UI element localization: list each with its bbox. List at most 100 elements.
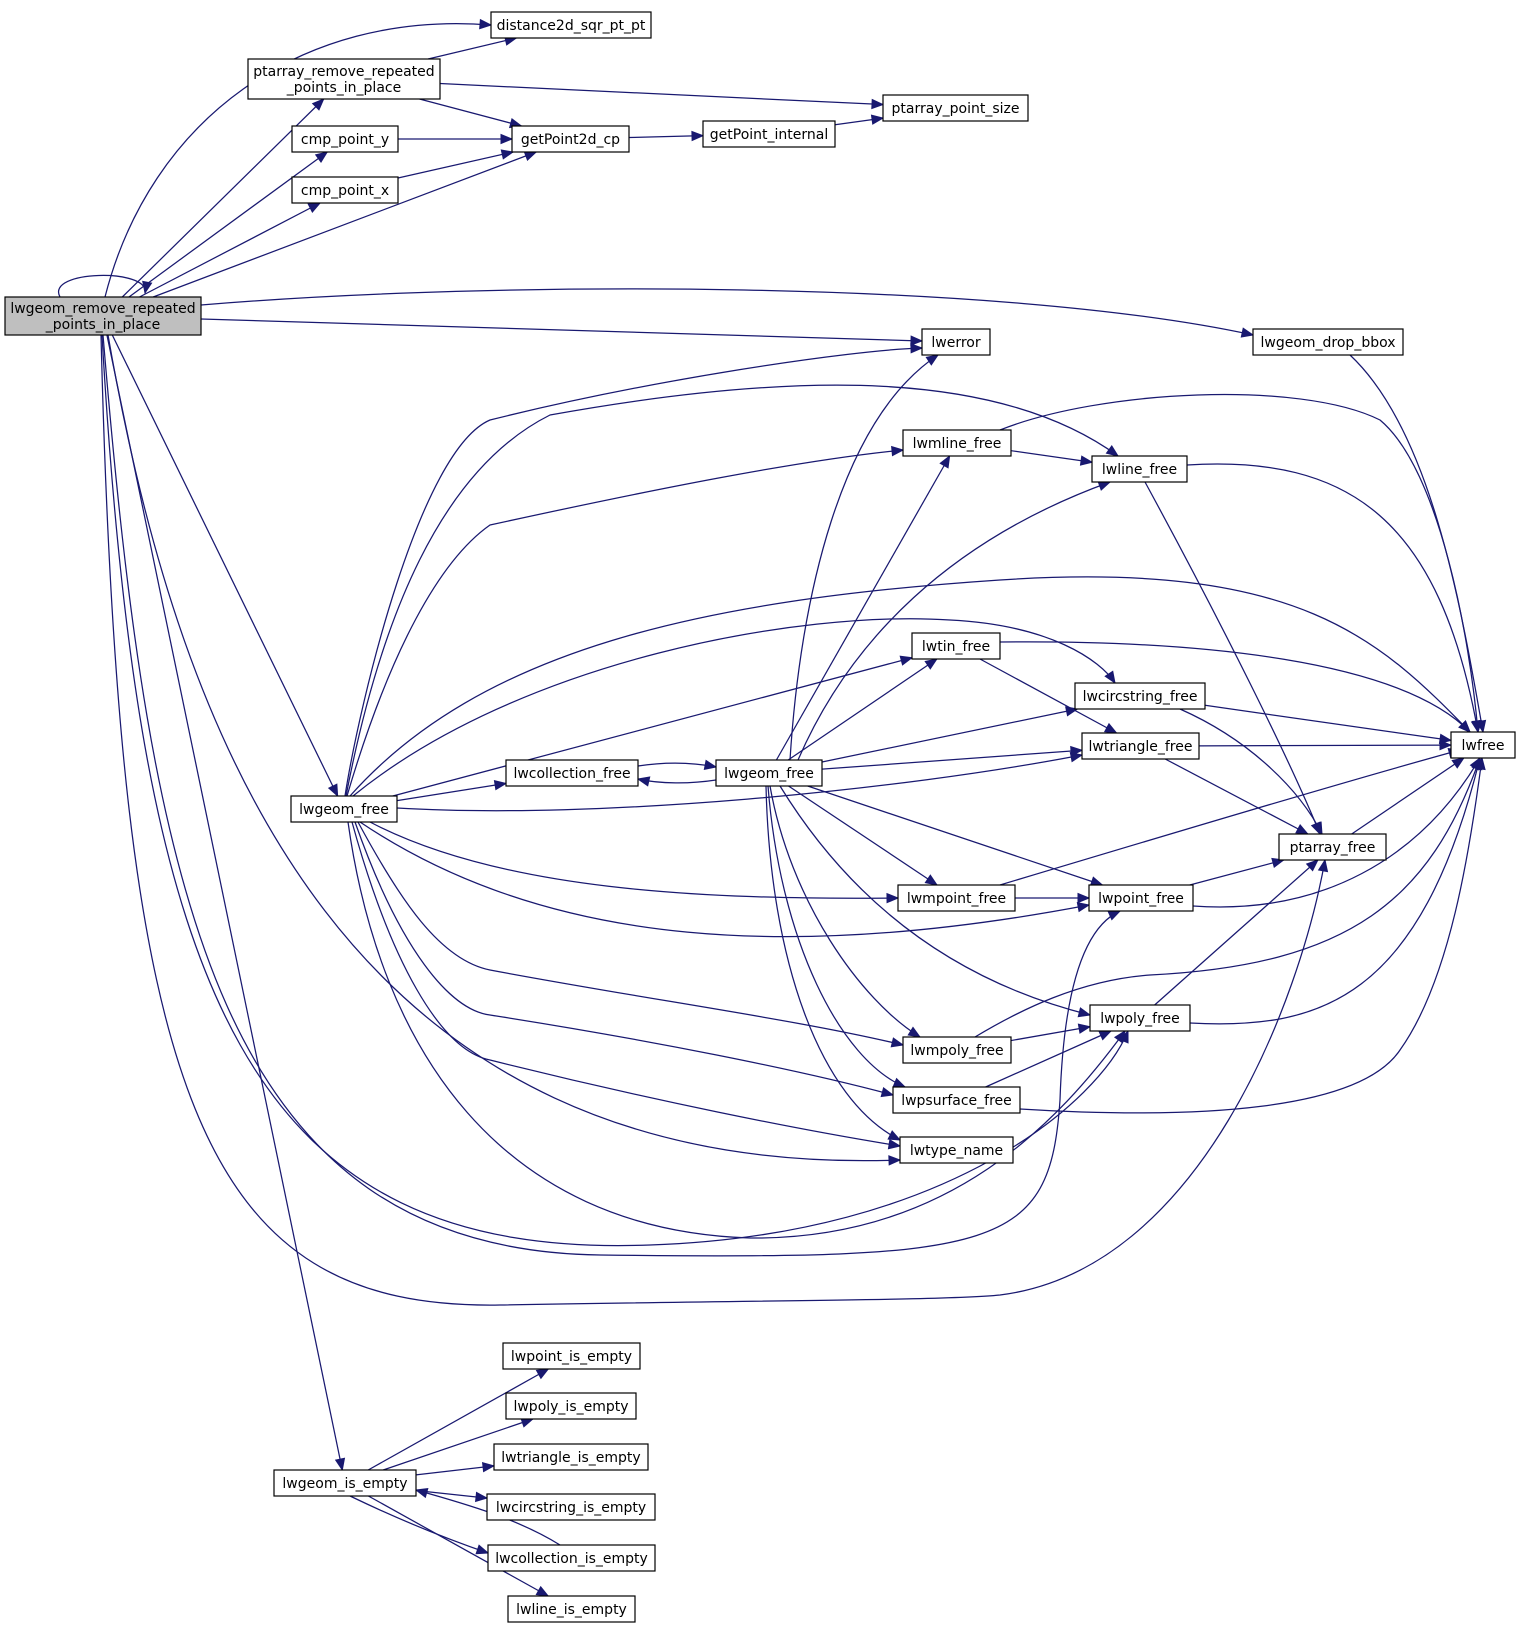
node-cmp-point-y[interactable]: cmp_point_y [291, 125, 399, 153]
node-lwline-is-empty[interactable]: lwline_is_empty [507, 1595, 636, 1623]
edge-line [347, 821, 1126, 1239]
edge-arrowhead [1103, 722, 1118, 734]
edge-line [1019, 757, 1483, 1114]
node-box [4, 296, 202, 336]
node-lwpsurface-free[interactable]: lwpsurface_free [892, 1086, 1021, 1114]
node-box [1081, 732, 1200, 760]
node-box [897, 884, 1016, 912]
edge-arrowhead [691, 130, 705, 142]
edge-line [200, 288, 1254, 336]
edge-arrowhead [1458, 720, 1471, 733]
edge-lwtriangle_free-to-ptarray_free [1164, 758, 1309, 835]
edge-arrowhead [142, 280, 153, 295]
edge-line [415, 1489, 488, 1499]
edge-line [367, 1368, 549, 1471]
edge-line [779, 785, 1091, 1016]
edge-arrowhead [891, 445, 905, 457]
node-getPoint-internal[interactable]: getPoint_internal [702, 120, 836, 148]
edge-arrowhead [1113, 1029, 1126, 1044]
node-ptarray-free[interactable]: ptarray_free [1278, 833, 1387, 861]
edge-arrowhead [1070, 745, 1084, 757]
node-label: _points_in_place [286, 80, 401, 96]
node-lwcollection-is-empty[interactable]: lwcollection_is_empty [487, 1544, 656, 1572]
node-lwtriangle-is-empty[interactable]: lwtriangle_is_empty [493, 1443, 649, 1471]
node-lwgeom-remove-repeated-points-in-place[interactable]: lwgeom_remove_repeated_points_in_place [4, 296, 202, 336]
node-lwpoint-free[interactable]: lwpoint_free [1088, 884, 1194, 912]
edge-line [1204, 704, 1452, 742]
edge-cmp_point_y-to-getPoint2d_cp [398, 133, 514, 145]
node-lwline-free[interactable]: lwline_free [1091, 455, 1188, 483]
edge-arrowhead [1312, 821, 1323, 836]
edge-line [111, 334, 339, 797]
node-label: distance2d_sqr_pt_pt [497, 18, 646, 34]
node-box [1089, 1004, 1191, 1032]
node-ptarray-remove-repeated-points-in-place[interactable]: ptarray_remove_repeated_points_in_place [247, 58, 441, 100]
node-lwmpoly-free[interactable]: lwmpoly_free [902, 1036, 1012, 1064]
node-distance2d-sqr-pt-pt[interactable]: distance2d_sqr_pt_pt [490, 11, 652, 39]
node-box [502, 1342, 641, 1370]
node-lwcircstring-free[interactable]: lwcircstring_free [1074, 682, 1206, 710]
edge-lwmpoint_free-to-lwpoint_free [1015, 892, 1091, 904]
node-lwerror[interactable]: lwerror [921, 328, 991, 356]
node-label: lwtriangle_is_empty [501, 1450, 640, 1466]
node-lwtin-free[interactable]: lwtin_free [911, 632, 1001, 660]
edge-line [415, 1465, 495, 1476]
edge-lwgeom_free_b-to-lwtype_name [765, 785, 902, 1141]
edge-arrowhead [924, 658, 938, 670]
edge-lwgeom_free-to-lwtin_free [392, 655, 914, 797]
node-lwcollection-free[interactable]: lwcollection_free [505, 759, 639, 787]
edge-line [57, 274, 146, 298]
edge-arrowhead [1097, 480, 1112, 491]
edge-arrowhead [1271, 857, 1285, 869]
edge-arrowhead [871, 98, 885, 110]
edge-line [1192, 757, 1481, 908]
node-label: _points_in_place [45, 317, 160, 333]
node-lwfree[interactable]: lwfree [1450, 731, 1516, 759]
node-cmp-point-x[interactable]: cmp_point_x [291, 176, 399, 204]
edge-arrowhead [910, 335, 924, 346]
edge-lwgeom_is_empty-to-lwtriangle_is_empty [415, 1461, 496, 1476]
edge-getPoint_internal-to-ptarray_point_size [834, 114, 885, 126]
node-lwmpoint-free[interactable]: lwmpoint_free [897, 884, 1016, 912]
edge-lwtin_free-to-lwtriangle_free [979, 658, 1118, 734]
edge-lwgeom_free-to-lwerror [344, 343, 924, 797]
edge-lwgeom_free-to-lwpsurface_free [354, 821, 895, 1098]
node-lwpoint-is-empty[interactable]: lwpoint_is_empty [502, 1342, 641, 1370]
node-label: lwfree [1462, 738, 1505, 754]
node-lwgeom-drop-bbox[interactable]: lwgeom_drop_bbox [1252, 328, 1404, 356]
node-lwpoly-free[interactable]: lwpoly_free [1089, 1004, 1191, 1032]
node-label: lwpoint_is_empty [511, 1349, 632, 1365]
node-box [1252, 328, 1404, 356]
node-lwtriangle-free[interactable]: lwtriangle_free [1081, 732, 1200, 760]
node-lwcircstring-is-empty[interactable]: lwcircstring_is_empty [486, 1493, 656, 1521]
node-lwpoly-is-empty[interactable]: lwpoly_is_empty [505, 1392, 637, 1420]
node-lwmline-free[interactable]: lwmline_free [902, 429, 1012, 457]
node-lwtype-name[interactable]: lwtype_name [899, 1136, 1014, 1164]
edge-line [1189, 859, 1284, 886]
edge-arrowhead [500, 133, 514, 145]
node-ptarray-point-size[interactable]: ptarray_point_size [882, 94, 1029, 122]
node-lwgeom-free[interactable]: lwgeom_free [290, 795, 398, 823]
node-box [902, 1036, 1012, 1064]
edge-line [797, 481, 1111, 761]
edge-arrowhead [327, 783, 339, 798]
node-lwgeom-free-b[interactable]: lwgeom_free [715, 759, 823, 787]
edge-line [765, 785, 901, 1141]
edge-line [121, 98, 325, 298]
node-label: ptarray_free [1290, 840, 1376, 856]
edge-line [775, 455, 951, 761]
edge-lwgeom_remove_repeated_points_in_place-to-lwgeom_free [111, 334, 339, 798]
edge-line [1144, 481, 1321, 835]
edge-line [637, 778, 717, 784]
edge-lwgeom_is_empty-to-lwpoint_is_empty [367, 1368, 550, 1471]
edge-lwgeom_is_empty-to-lwcollection_is_empty [349, 1495, 490, 1555]
edge-arrowhead [479, 18, 493, 30]
edge-arrowhead [939, 454, 951, 469]
node-box [1074, 682, 1206, 710]
node-getPoint2d-cp[interactable]: getPoint2d_cp [511, 125, 630, 153]
node-box [899, 1136, 1014, 1164]
node-lwgeom-is-empty[interactable]: lwgeom_is_empty [273, 1469, 417, 1497]
edge-arrowhead [481, 1461, 496, 1473]
node-box [892, 1086, 1021, 1114]
edge-arrowhead [886, 892, 900, 904]
